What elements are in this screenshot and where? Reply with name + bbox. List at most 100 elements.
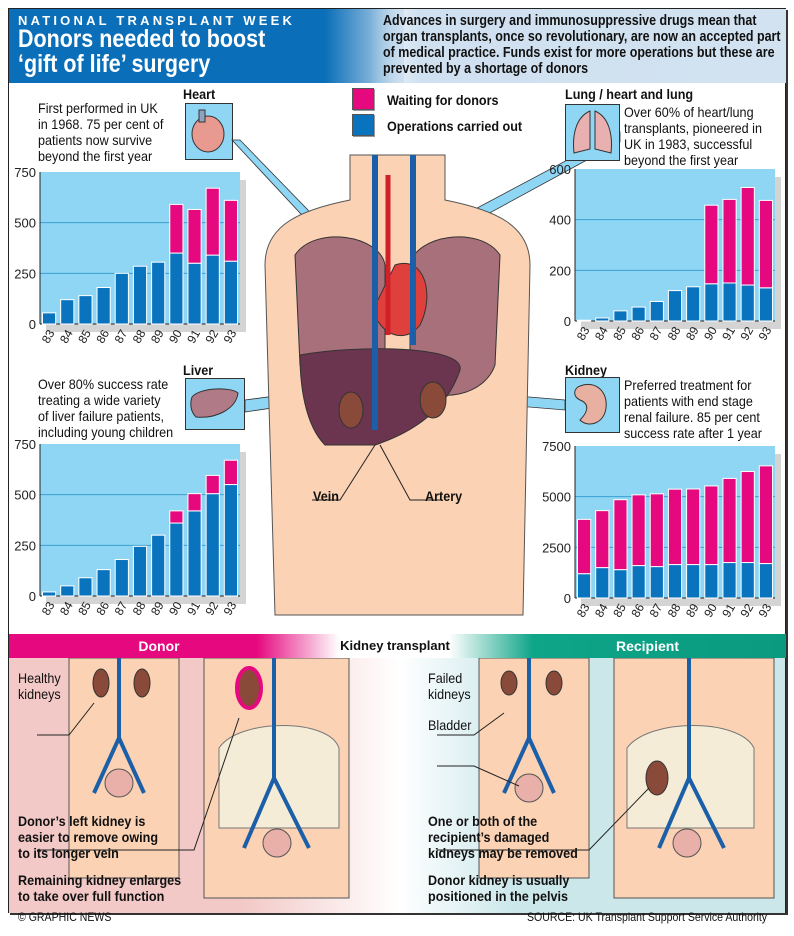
x-tick-label: 90 <box>166 599 185 618</box>
x-tick-label: 87 <box>647 324 666 343</box>
x-tick-label: 88 <box>665 324 684 343</box>
bar-operations-93 <box>758 563 773 599</box>
lung-title: Lung / heart and lung <box>565 86 694 102</box>
text-line: success rate after 1 year <box>624 425 762 441</box>
text-line: patients with end stage <box>624 393 753 409</box>
y-tick-label: 0 <box>564 591 571 606</box>
x-tick-label: 93 <box>221 327 240 346</box>
bar-waiting-91 <box>722 198 737 284</box>
text-line: Failed <box>428 670 463 686</box>
bar-operations-93 <box>223 260 238 325</box>
bar-operations-93 <box>223 484 238 597</box>
torso-illustration <box>264 154 531 616</box>
x-tick-label: 92 <box>737 324 756 343</box>
bar-waiting-86 <box>631 494 646 567</box>
text-line: Over 60% of heart/lung <box>624 104 754 120</box>
donor-header: Donor <box>9 634 339 658</box>
bar-operations-86 <box>631 306 646 322</box>
text-line: positioned in the pelvis <box>428 888 569 904</box>
bar-waiting-87 <box>649 493 664 568</box>
bar-waiting-85 <box>613 499 628 571</box>
text-line: patients now survive <box>38 132 153 148</box>
x-tick-label: 93 <box>756 601 775 620</box>
bar-waiting-90 <box>704 485 719 566</box>
bar-operations-84 <box>595 317 610 322</box>
text-line: recipient’s damaged <box>428 829 550 845</box>
intro-text: Advances in surgery and immunosuppressiv… <box>383 13 781 77</box>
text-line: in 1968. 75 per cent of <box>38 116 164 132</box>
text-line: renal failure. 85 per cent <box>624 409 760 425</box>
x-tick-label: 83 <box>39 599 58 618</box>
x-tick-label: 90 <box>701 324 720 343</box>
vein-artery-pointers <box>312 444 440 501</box>
y-tick-label: 0 <box>29 589 36 604</box>
y-tick-label: 600 <box>549 162 571 177</box>
x-tick-label: 88 <box>130 327 149 346</box>
x-tick-label: 91 <box>184 599 203 618</box>
text-line: of liver failure patients, <box>38 408 165 424</box>
x-tick-label: 90 <box>166 327 185 346</box>
header-banner <box>9 9 404 83</box>
x-tick-label: 85 <box>75 599 94 618</box>
x-tick-label: 87 <box>112 327 131 346</box>
x-tick-label: 83 <box>574 324 593 343</box>
title-line: Donors needed to boost <box>18 25 266 53</box>
text-line: kidneys <box>18 686 61 702</box>
bar-operations-90 <box>169 522 184 597</box>
text-line: easier to remove owing <box>18 829 159 845</box>
bar-operations-91 <box>722 282 737 322</box>
page-title: Donors needed to boost‘gift of life’ sur… <box>18 27 265 77</box>
bar-operations-87 <box>114 272 129 325</box>
x-tick-label: 89 <box>683 601 702 620</box>
y-tick-label: 500 <box>14 216 36 231</box>
x-tick-label: 86 <box>93 327 112 346</box>
y-tick-label: 200 <box>549 263 571 278</box>
text-line: First performed in UK <box>38 100 158 116</box>
x-tick-label: 88 <box>130 599 149 618</box>
bar-waiting-88 <box>667 488 683 566</box>
legend-waiting: Waiting for donors <box>387 92 499 108</box>
bar-operations-83 <box>577 573 592 599</box>
vein-label: Vein <box>313 488 339 504</box>
bar-operations-88 <box>132 265 148 325</box>
bar-operations-89 <box>151 261 166 325</box>
x-tick-label: 83 <box>39 327 58 346</box>
bar-waiting-89 <box>686 488 701 566</box>
bar-operations-88 <box>667 290 683 322</box>
bar-waiting-90 <box>169 510 184 524</box>
bar-operations-92 <box>740 284 755 322</box>
bar-operations-91 <box>722 562 737 599</box>
bar-operations-87 <box>114 559 129 597</box>
bar-operations-89 <box>686 286 701 322</box>
bar-waiting-93 <box>223 459 238 486</box>
x-tick-label: 91 <box>719 601 738 620</box>
text-line: Donor kidney is usually <box>428 872 570 888</box>
x-tick-label: 84 <box>57 599 76 618</box>
heart-title: Heart <box>183 86 216 102</box>
x-tick-label: 85 <box>610 324 629 343</box>
x-tick-label: 93 <box>221 599 240 618</box>
bar-operations-93 <box>758 287 773 322</box>
text-line: Over 80% success rate <box>38 376 169 392</box>
credit: © GRAPHIC NEWS <box>18 910 112 924</box>
bar-operations-88 <box>667 564 683 599</box>
legend-swatch-waiting <box>352 88 374 110</box>
text-line: treating a wide variety <box>38 392 161 408</box>
text-line: Remaining kidney enlarges <box>18 872 182 888</box>
x-tick-label: 86 <box>628 601 647 620</box>
bar-operations-90 <box>704 564 719 599</box>
bar-waiting-93 <box>758 465 773 565</box>
bar-operations-85 <box>78 577 93 597</box>
x-tick-label: 89 <box>148 327 167 346</box>
lung-icon <box>565 104 620 161</box>
source: SOURCE: UK Transplant Support Service Au… <box>527 910 768 924</box>
